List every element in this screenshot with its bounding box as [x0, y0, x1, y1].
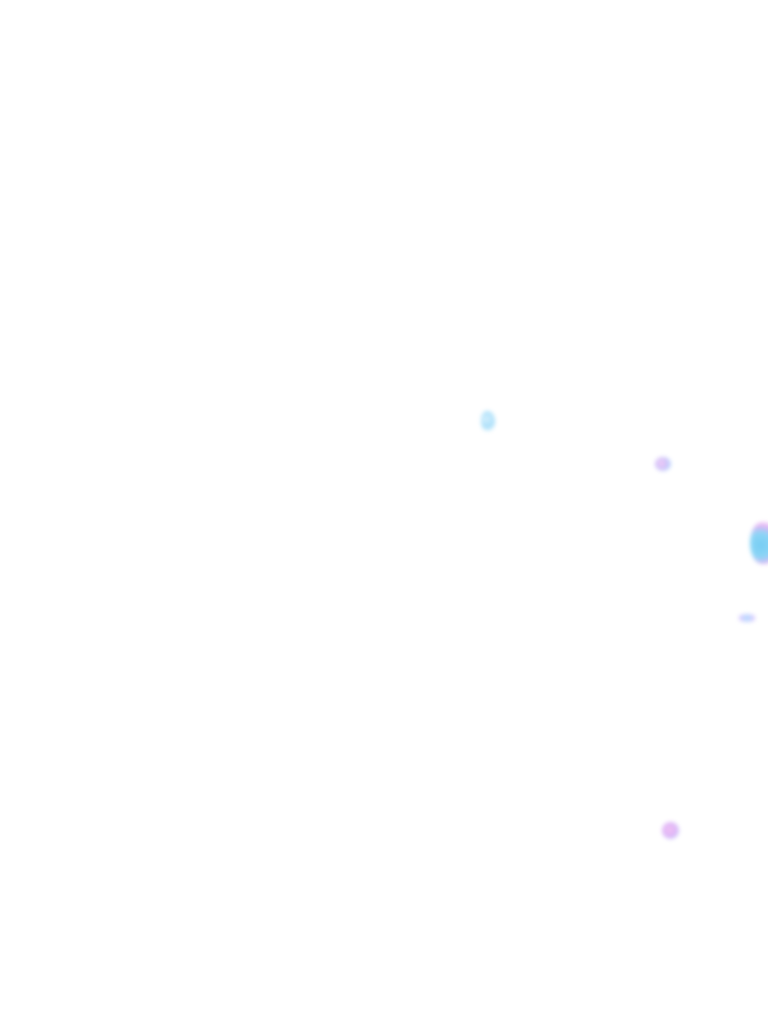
light-blob [655, 457, 671, 471]
light-blob [481, 411, 495, 431]
light-blob [738, 614, 756, 622]
light-blob [662, 822, 679, 839]
light-blob [750, 522, 768, 564]
